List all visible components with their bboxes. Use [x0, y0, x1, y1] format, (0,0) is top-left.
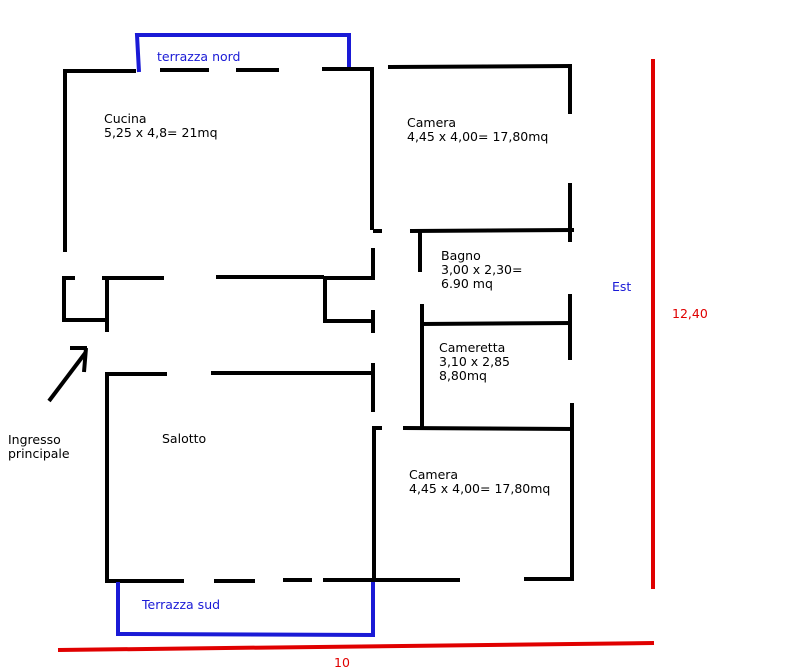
- room-cucina-dims: 5,25 x 4,8= 21mq: [104, 125, 218, 140]
- room-camera-bottom-name: Camera: [409, 467, 459, 482]
- width-dimension-line: [57, 641, 655, 652]
- room-cucina-name: Cucina: [104, 111, 147, 126]
- room-bagno-dims-1: 3,00 x 2,30=: [441, 262, 523, 277]
- room-camera-bottom-dims: 4,45 x 4,00= 17,80mq: [409, 481, 551, 496]
- south-terrace-label: Terrazza sud: [142, 597, 221, 612]
- interior-walls: [62, 67, 575, 583]
- entrance-label-line-2: principale: [8, 446, 70, 461]
- room-cameretta-dims-1: 3,10 x 2,85: [439, 354, 511, 369]
- room-cameretta-dims-2: 8,80mq: [439, 368, 487, 383]
- south-terrace-outline: [116, 582, 375, 638]
- width-dimension-label: 10: [334, 655, 350, 670]
- room-bagno-name: Bagno: [441, 248, 481, 263]
- room-cameretta-name: Cameretta: [439, 340, 506, 355]
- dimension-lines: [57, 59, 655, 652]
- room-camera-top-dims: 4,45 x 4,00= 17,80mq: [407, 129, 549, 144]
- entrance-label-line-1: Ingresso: [8, 432, 61, 447]
- room-bagno-dims-2: 6.90 mq: [441, 276, 493, 291]
- north-terrace-outline: [134, 33, 351, 73]
- east-orientation-label: Est: [612, 279, 632, 294]
- room-camera-top-name: Camera: [407, 115, 457, 130]
- exterior-walls: [62, 63, 574, 583]
- room-salotto-name: Salotto: [162, 431, 207, 446]
- height-dimension-label: 12,40: [672, 306, 708, 321]
- north-terrace-label: terrazza nord: [157, 49, 241, 64]
- entrance-arrow-icon: [47, 346, 88, 403]
